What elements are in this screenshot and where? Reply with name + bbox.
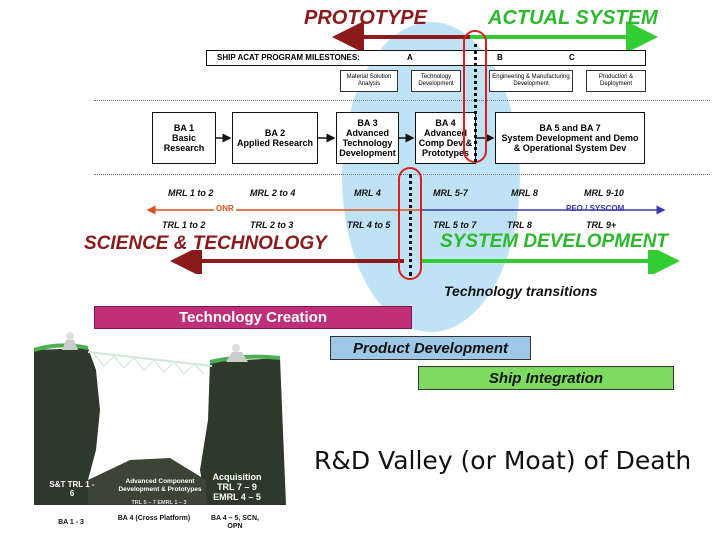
mrl-4: MRL 5-7 (433, 188, 468, 198)
trl-3: TRL 4 to 5 (347, 220, 390, 230)
valley-middle-label: Advanced Component Development & Prototy… (110, 478, 210, 494)
trl-5: TRL 8 (507, 220, 532, 230)
mrl-1: MRL 1 to 2 (168, 188, 213, 198)
ba5-7-box: BA 5 and BA 7 System Development and Dem… (495, 112, 645, 164)
onr-label: ONR (214, 204, 236, 213)
mrl-2: MRL 2 to 4 (250, 188, 295, 198)
ba1-text: Basic Research (155, 133, 213, 153)
valley-ba1-3: BA 1 - 3 (46, 519, 96, 527)
valley-ba4-5: BA 4 – 5, SCN, OPN (206, 515, 264, 531)
mrl-5: MRL 8 (511, 188, 538, 198)
caption: R&D Valley (or Moat) of Death (314, 446, 691, 475)
ba2-box: BA 2 Applied Research (232, 112, 318, 164)
ba1-box: BA 1 Basic Research (152, 112, 216, 164)
ba5-7-text: System Development and Demo & Operationa… (498, 133, 642, 153)
science-technology-heading: SCIENCE & TECHNOLOGY (84, 233, 327, 255)
product-development-band: Product Development (330, 336, 531, 360)
mrl-6: MRL 9-10 (584, 188, 624, 198)
trl-2: TRL 2 to 3 (250, 220, 293, 230)
ba3-title: BA 3 (357, 118, 377, 128)
valley-middle-sub: TRL 5 – 7 EMRL 1 – 3 (104, 499, 214, 508)
system-development-heading: SYSTEM DEVELOPMENT (440, 231, 668, 253)
ba4-title: BA 4 (435, 118, 455, 128)
ship-integration-band: Ship Integration (418, 366, 674, 390)
valley-acquisition-label: Acquisition TRL 7 – 9 EMRL 4 – 5 (206, 472, 268, 502)
ba2-title: BA 2 (265, 128, 285, 138)
valley-st-label: S&T TRL 1 - 6 (48, 480, 96, 498)
ba1-title: BA 1 (174, 123, 194, 133)
ba5-7-title: BA 5 and BA 7 (539, 123, 600, 133)
trl-4: TRL 5 to 7 (433, 220, 476, 230)
trl-6: TRL 9+ (586, 220, 616, 230)
dotted-line-upper (474, 44, 477, 162)
trl-1: TRL 1 to 2 (162, 220, 205, 230)
dotted-line-lower (409, 174, 412, 276)
ba2-text: Applied Research (237, 138, 313, 148)
peo-label: PEO / SYSCOM (566, 204, 624, 213)
technology-creation-band: Technology Creation (94, 306, 412, 329)
technology-transitions-label: Technology transitions (444, 283, 598, 299)
valley-ba4: BA 4 (Cross Platform) (116, 515, 192, 523)
mrl-3: MRL 4 (354, 188, 381, 198)
ba3-box: BA 3 Advanced Technology Development (336, 112, 399, 164)
ba3-text: Advanced Technology Development (339, 128, 396, 158)
